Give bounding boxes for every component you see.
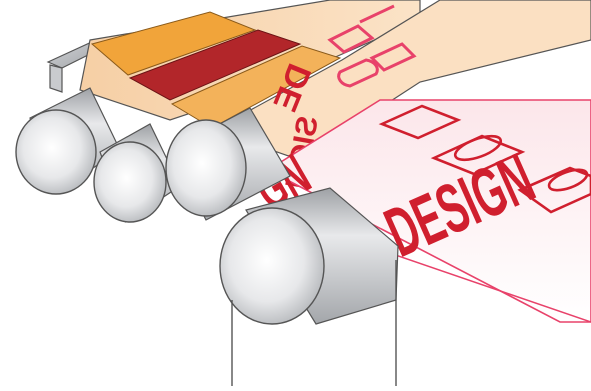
press-base-plate [50,65,62,92]
